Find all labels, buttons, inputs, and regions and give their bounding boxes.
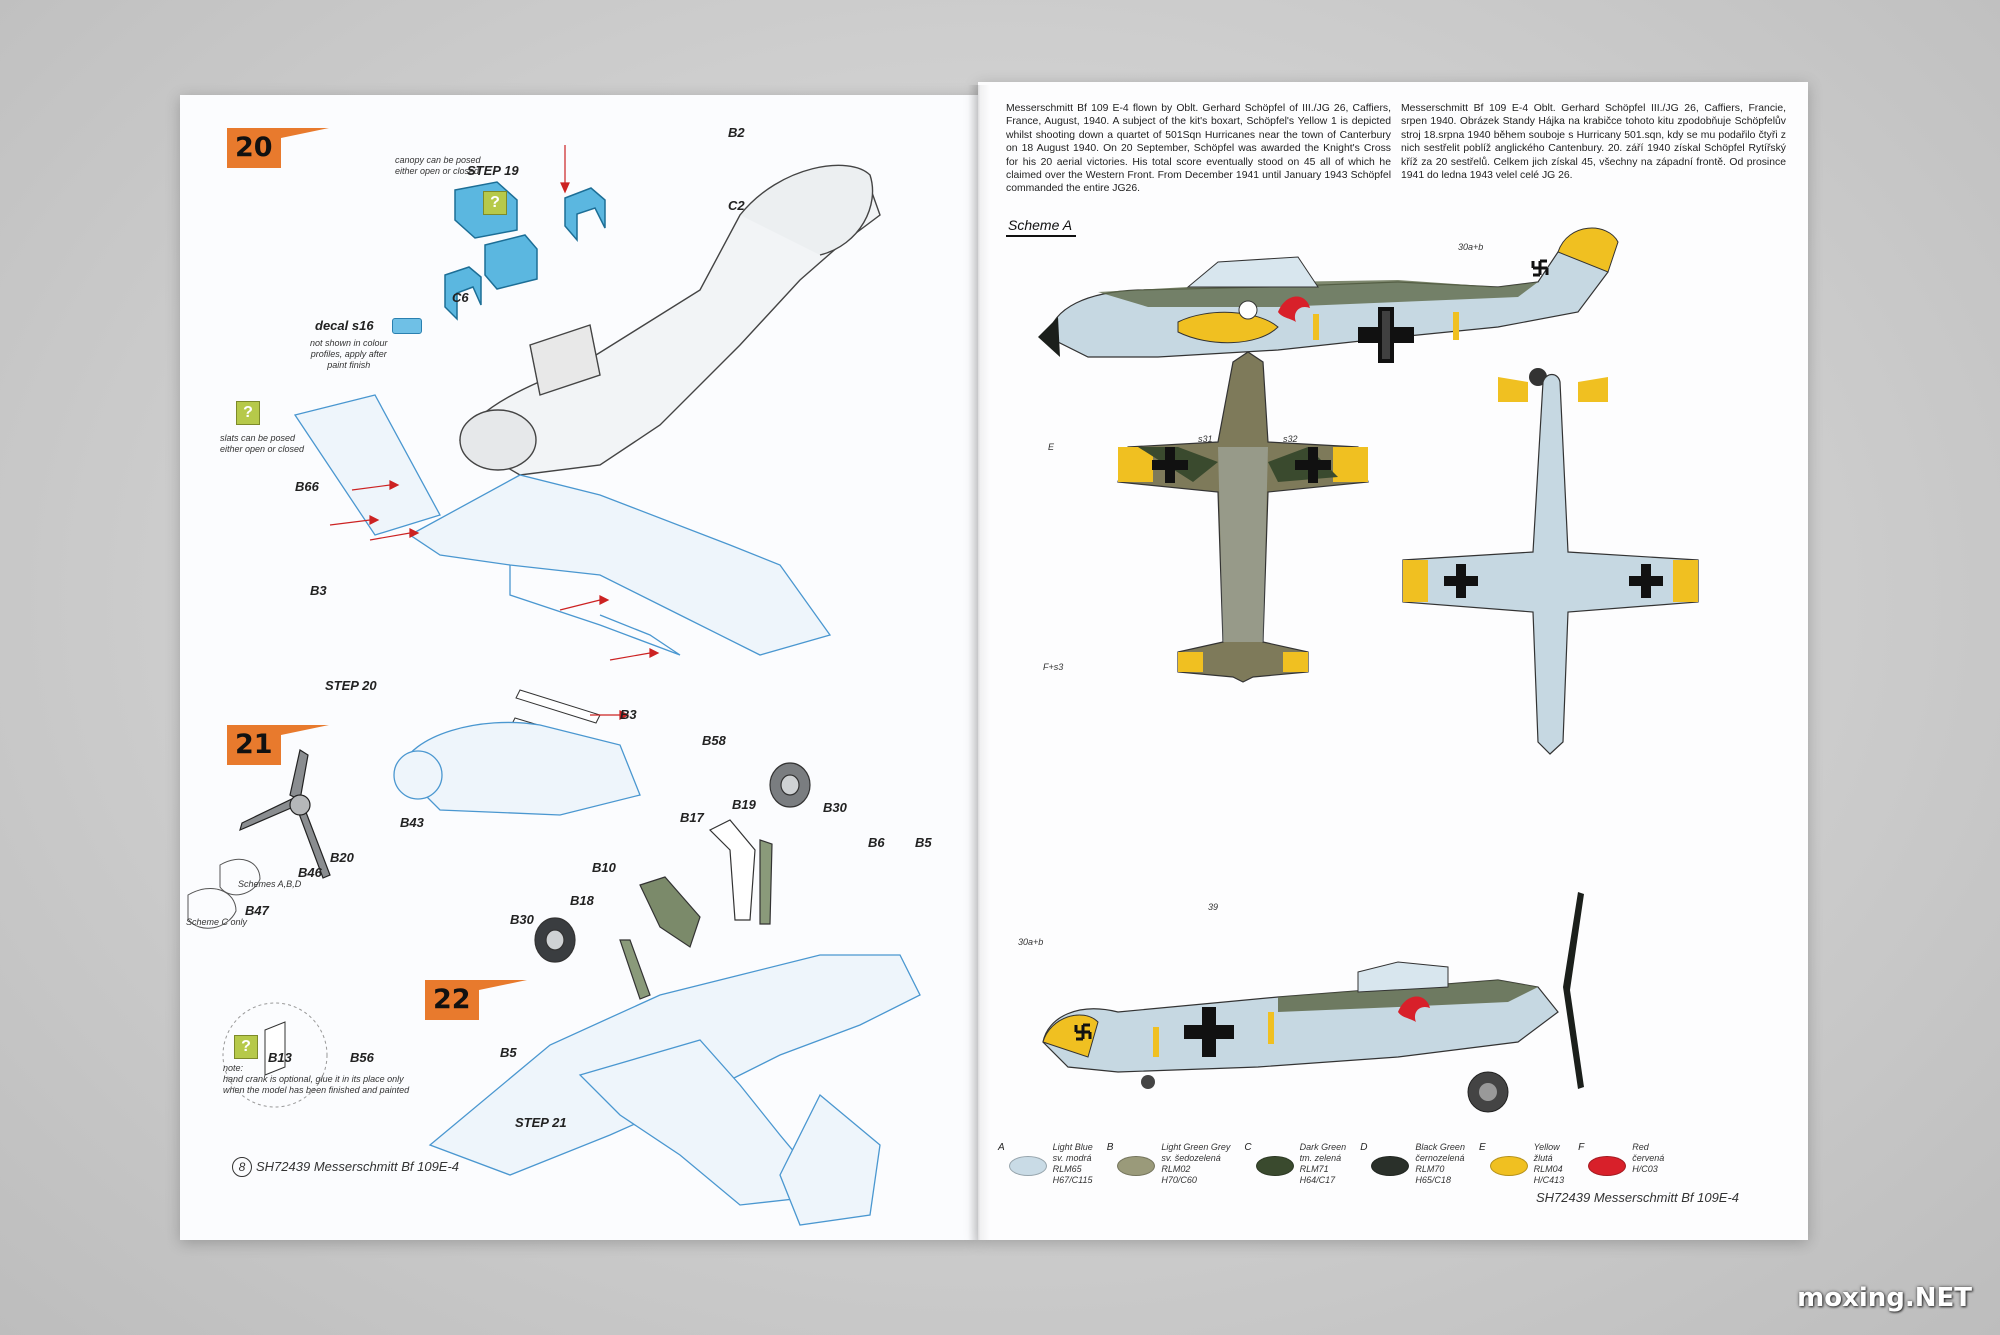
callout-e: E — [1048, 442, 1055, 452]
balkenkreuz-icon — [1152, 447, 1188, 483]
part-label: B30 — [823, 800, 847, 815]
page-number: 8 — [232, 1157, 252, 1177]
step-number: 21 — [227, 725, 281, 765]
underside-view — [1402, 373, 1699, 755]
part-label: B19 — [732, 797, 756, 812]
part-label: B2 — [728, 125, 745, 140]
part-label: C2 — [728, 198, 745, 213]
step-number: 20 — [227, 128, 281, 168]
part-label: B3 — [620, 707, 637, 722]
part-label: B66 — [295, 479, 319, 494]
step-number: 22 — [425, 980, 479, 1020]
option-icon: ? — [236, 401, 260, 425]
crank-note: note: hand crank is optional, glue it in… — [223, 1063, 410, 1095]
callout-30ab: 30a+b — [1458, 242, 1484, 252]
balkenkreuz-icon — [1358, 307, 1414, 363]
book-gutter — [968, 85, 990, 1240]
callout-s32: s32 — [1283, 434, 1298, 444]
part-label: B58 — [702, 733, 726, 748]
underside-blue-line-art — [428, 954, 921, 1226]
part-label: B47 — [245, 903, 269, 918]
planform-view — [1117, 351, 1369, 683]
description-czech: Messerschmitt Bf 109 E-4 Oblt. Gerhard S… — [1401, 103, 1786, 182]
instruction-page-right: Messerschmitt Bf 109 E-4 flown by Oblt. … — [978, 82, 1808, 1240]
part-label: B5 — [500, 1045, 517, 1060]
crank-detail-circle — [222, 1002, 328, 1108]
griffin-emblem-icon — [1278, 296, 1310, 322]
decal-note: not shown in colour profiles, apply afte… — [310, 338, 388, 370]
part-label: B30 — [510, 912, 534, 927]
side-profile-bottom — [1042, 892, 1584, 1113]
step-19-label: STEP 19 — [467, 163, 519, 178]
wing-blue-line-art — [293, 394, 832, 656]
part-label: B20 — [330, 850, 354, 865]
part-label: B46 — [298, 865, 322, 880]
part-label: B18 — [570, 893, 594, 908]
schemes-note: Schemes A,B,D — [238, 879, 302, 889]
side-profile-top — [1038, 227, 1619, 386]
scheme-underline — [1006, 235, 1076, 237]
decal-s16-label: decal s16 — [315, 318, 374, 333]
part-label: C6 — [452, 290, 469, 305]
callout-39: 39 — [1208, 902, 1219, 912]
footer-title: SH72439 Messerschmitt Bf 109E-4 — [256, 1159, 460, 1174]
canopy-note: canopy can be posed either open or close… — [395, 155, 481, 176]
step-20-label: STEP 20 — [325, 678, 377, 693]
instruction-page-left: 20 21 22 — [180, 95, 978, 1240]
balkenkreuz-icon — [1295, 447, 1331, 483]
part-label: B56 — [350, 1050, 374, 1065]
balkenkreuz-icon — [1184, 1007, 1234, 1057]
option-icon: ? — [234, 1035, 258, 1059]
griffin-emblem-icon — [1398, 996, 1430, 1022]
fuselage-line-art — [459, 164, 881, 476]
step-20-tag: 20 — [227, 128, 329, 168]
part-label: B17 — [680, 810, 704, 825]
step-21-tag: 21 — [227, 725, 329, 765]
left-footer: 8 SH72439 Messerschmitt Bf 109E-4 — [232, 1157, 459, 1177]
part-label: B5 — [915, 835, 932, 850]
spinner-parts — [187, 858, 261, 929]
decal-icon — [392, 318, 422, 334]
balkenkreuz-icon — [1629, 564, 1663, 598]
swastika-icon — [1531, 259, 1549, 277]
assembly-arrows — [329, 145, 660, 720]
part-label: B6 — [868, 835, 885, 850]
propeller — [239, 749, 331, 879]
description-english: Messerschmitt Bf 109 E-4 flown by Oblt. … — [1006, 103, 1391, 195]
part-label: B13 — [268, 1050, 292, 1065]
part-label: B43 — [400, 815, 424, 830]
swastika-icon — [1074, 1023, 1092, 1041]
nose-blue-line-art — [393, 721, 641, 816]
part-label: B10 — [592, 860, 616, 875]
callout-s31: s31 — [1198, 434, 1213, 444]
balkenkreuz-icon — [1444, 564, 1478, 598]
step-21-label: STEP 21 — [515, 1115, 567, 1130]
watermark: moxing.NET — [1797, 1283, 1972, 1313]
option-icon: ? — [483, 191, 507, 215]
canopy-parts — [444, 181, 606, 321]
scheme-c-note: Scheme C only — [186, 917, 248, 927]
step-22-tag: 22 — [425, 980, 527, 1020]
scheme-title: Scheme A — [1008, 217, 1073, 233]
part-label: B3 — [310, 583, 327, 598]
gear-parts — [534, 762, 811, 1000]
crank-part — [264, 1021, 286, 1076]
slats-note: slats can be posed either open or closed — [220, 433, 305, 454]
callout-30ab-bottom: 30a+b — [1018, 937, 1044, 947]
color-profiles — [1038, 227, 1699, 1113]
right-footer: SH72439 Messerschmitt Bf 109E-4 — [1536, 1190, 1740, 1205]
callout-f-s3: F+s3 — [1043, 662, 1064, 672]
